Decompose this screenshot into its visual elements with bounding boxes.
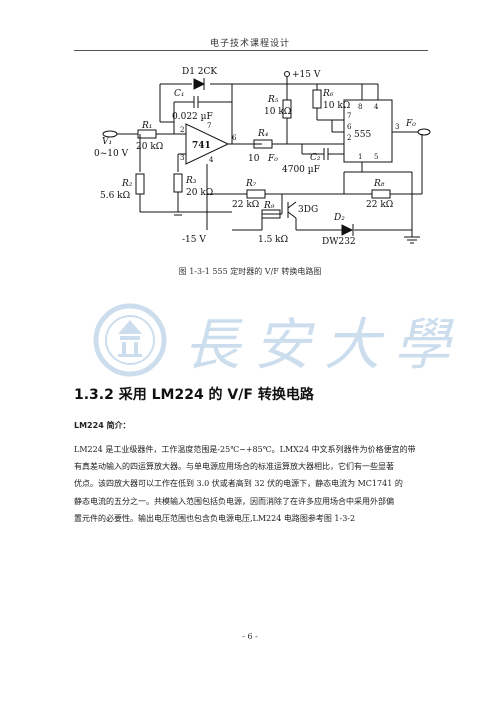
vf-circuit-diagram: D1 2CK +15 V C₁ 0.022 µF R₅ 10 kΩ R₆ 10 … bbox=[94, 67, 431, 247]
label-r9: R₉ bbox=[263, 201, 275, 211]
label-r4-value: 10 bbox=[248, 154, 260, 164]
label-v1: V₁ bbox=[102, 137, 112, 147]
label-vminus: -15 V bbox=[182, 235, 206, 245]
label-r9-value: 1.5 kΩ bbox=[258, 235, 288, 245]
label-c1: C₁ bbox=[174, 89, 185, 99]
label-r1-value: 20 kΩ bbox=[136, 142, 163, 152]
label-op-pin6: 6 bbox=[232, 134, 237, 142]
label-r8: R₈ bbox=[373, 179, 385, 189]
label-pin8: 8 bbox=[358, 103, 362, 111]
section-subhead: LM224 简介： bbox=[74, 421, 131, 430]
label-pin2: 2 bbox=[347, 134, 351, 142]
page-header: 电子技术课程设计 bbox=[209, 39, 290, 49]
label-pin5: 5 bbox=[374, 153, 378, 161]
watermark-text: 長安大學 bbox=[184, 313, 464, 378]
university-seal-icon bbox=[93, 303, 167, 377]
label-r5: R₅ bbox=[267, 95, 279, 105]
section-title: 1.3.2 采用 LM224 的 V/F 转换电路 bbox=[74, 387, 314, 403]
label-d1: D1 2CK bbox=[182, 67, 217, 77]
label-op-pin7: 7 bbox=[207, 122, 211, 130]
body-line: LM224 是工业级器件，工作温度范围是-25℃~+85℃。LMX24 中文系列… bbox=[74, 445, 416, 454]
label-r4-fo: F₀ bbox=[267, 154, 278, 164]
body-line: 有真差动输入的四运算放大器。与单电源应用场合的标准运算放大器相比，它们有一些显著 bbox=[74, 462, 394, 472]
label-c1-value: 0.022 µF bbox=[172, 112, 213, 122]
body-line: 置元件的必要性。输出电压范围也包含负电源电压,LM224 电路图参考图 1-3-… bbox=[74, 513, 356, 523]
label-555: 555 bbox=[354, 130, 371, 140]
label-r7-value: 22 kΩ bbox=[232, 200, 259, 210]
label-d2-value: DW232 bbox=[322, 237, 356, 247]
label-vplus: +15 V bbox=[292, 70, 321, 80]
body-line: 静态电流的五分之一。共模输入范围包括负电源，因而消除了在许多应用场合中采用外部偏 bbox=[74, 496, 394, 506]
label-c2: C₂ bbox=[310, 153, 321, 163]
label-pin7: 7 bbox=[347, 112, 351, 120]
label-r2-value: 5.6 kΩ bbox=[100, 191, 130, 201]
label-pin1: 1 bbox=[358, 153, 362, 161]
figure-caption: 图 1-3-1 555 定时器的 V/F 转换电路图 bbox=[178, 267, 322, 276]
label-r2: R₂ bbox=[121, 179, 133, 189]
label-pin6: 6 bbox=[347, 123, 352, 131]
label-r1: R₁ bbox=[141, 121, 152, 131]
header-rule bbox=[74, 50, 428, 51]
label-r3-value: 20 kΩ bbox=[186, 188, 213, 198]
label-pin4: 4 bbox=[374, 103, 379, 111]
label-r6: R₆ bbox=[322, 89, 334, 99]
label-op-pin4: 4 bbox=[209, 156, 214, 164]
label-c2-value: 4700 µF bbox=[282, 165, 320, 175]
label-d2: D₂ bbox=[333, 213, 345, 223]
label-r8-value: 22 kΩ bbox=[366, 200, 393, 210]
label-r4: R₄ bbox=[257, 129, 269, 139]
label-r3: R₃ bbox=[185, 176, 197, 186]
label-op-pin3: 3 bbox=[180, 154, 184, 162]
label-741: 741 bbox=[192, 141, 211, 151]
label-r7: R₇ bbox=[245, 179, 257, 189]
university-watermark: 長安大學 bbox=[92, 300, 450, 380]
label-fo-output: F₀ bbox=[405, 119, 416, 129]
label-r6-value: 10 kΩ bbox=[323, 101, 350, 111]
label-3dg: 3DG bbox=[298, 205, 318, 215]
label-v1-range: 0~10 V bbox=[94, 149, 129, 159]
label-pin3: 3 bbox=[395, 123, 399, 131]
label-r5-value: 10 kΩ bbox=[264, 107, 291, 117]
label-op-pin2: 2 bbox=[180, 126, 184, 134]
body-paragraph: LM224 是工业级器件，工作温度范围是-25℃~+85℃。LMX24 中文系列… bbox=[74, 441, 430, 527]
body-line: 优点。该四放大器可以工作在低到 3.0 伏或者高到 32 伏的电源下，静态电流为… bbox=[74, 479, 403, 489]
page-number: - 6 - bbox=[242, 632, 258, 641]
